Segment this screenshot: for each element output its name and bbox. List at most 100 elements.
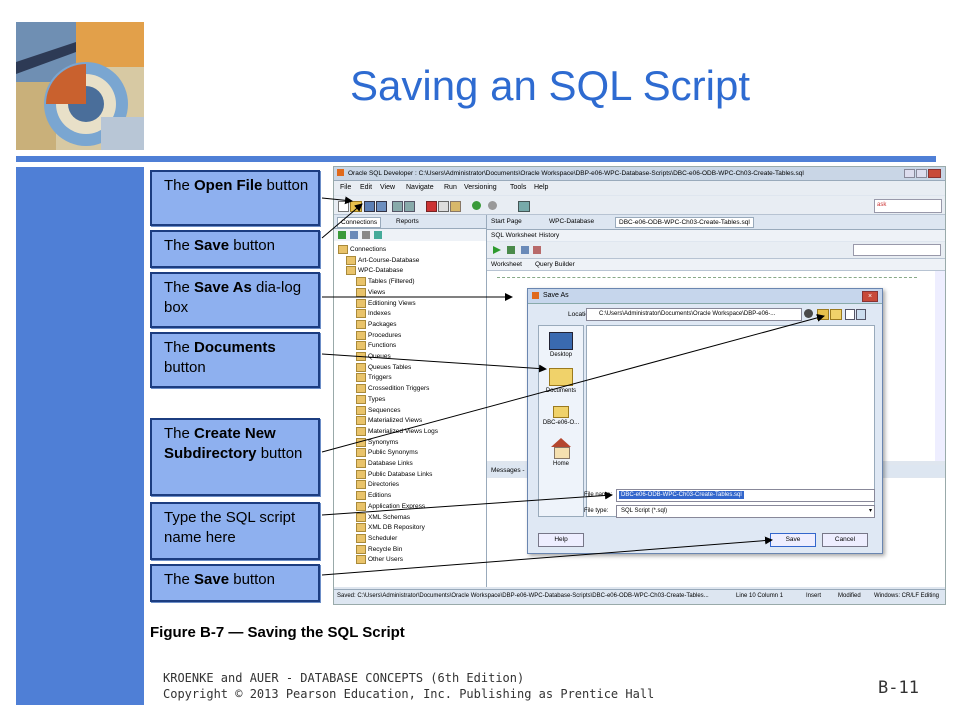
tree-item[interactable]: Art-Course-Database — [346, 255, 419, 265]
save-button[interactable]: Save — [770, 533, 816, 547]
copy-icon[interactable] — [438, 201, 449, 212]
filter-icon[interactable] — [362, 231, 370, 239]
menu-bar: File Edit View Navigate Run Versioning T… — [334, 181, 945, 195]
tree-item[interactable]: Editions — [356, 491, 391, 501]
tree-item[interactable]: Public Database Links — [356, 469, 432, 479]
minimize-button[interactable] — [904, 169, 915, 178]
connections-icon[interactable] — [518, 201, 530, 212]
tree-item[interactable]: Queues — [356, 352, 391, 361]
tab-create-tables-sql[interactable]: DBC-e06-ODB-WPC-Ch03-Create-Tables.sql — [615, 217, 754, 228]
commit-icon[interactable] — [521, 246, 529, 254]
filetype-dropdown[interactable]: SQL Script (*.sql) ▾ — [616, 505, 875, 518]
undo-icon[interactable] — [392, 201, 403, 212]
tree-item[interactable]: Database Links — [356, 459, 413, 468]
place-desktop[interactable]: Desktop — [549, 352, 572, 358]
tree-item[interactable]: Views — [356, 287, 385, 297]
new-file-icon[interactable] — [338, 201, 349, 212]
schema-browser-icon[interactable] — [350, 231, 358, 239]
list-view-icon[interactable] — [845, 309, 855, 320]
tab-wpc-database[interactable]: WPC-Database — [549, 218, 595, 225]
tab-history[interactable]: History — [539, 232, 560, 239]
window-titlebar: Oracle SQL Developer : C:\Users\Administ… — [334, 167, 945, 181]
folder-icon — [356, 405, 366, 415]
presentation-logo — [16, 22, 144, 150]
help-button[interactable]: Help — [538, 533, 584, 547]
tree-item[interactable]: XML Schemas — [356, 512, 410, 522]
run-statement-icon[interactable] — [493, 246, 501, 254]
location-dropdown[interactable]: C:\Users\Administrator\Documents\Oracle … — [586, 308, 802, 321]
tree-item[interactable]: Indexes — [356, 309, 391, 319]
maximize-button[interactable] — [916, 169, 927, 178]
menu-navigate[interactable]: Navigate — [406, 184, 434, 191]
create-new-subdirectory-icon[interactable] — [830, 309, 842, 320]
details-view-icon[interactable] — [856, 309, 866, 320]
tree-item[interactable]: Editioning Views — [356, 298, 416, 308]
tab-start-page[interactable]: Start Page — [491, 218, 522, 225]
dialog-close-button[interactable]: × — [862, 291, 878, 302]
tree-item[interactable]: Types — [356, 394, 385, 404]
save-all-icon[interactable] — [376, 201, 387, 212]
menu-versioning[interactable]: Versioning — [464, 184, 497, 191]
menu-tools[interactable]: Tools — [510, 184, 527, 191]
filename-input[interactable]: DBC-e06-ODB-WPC-Ch03-Create-Tables.sql — [616, 489, 875, 502]
back-nav-icon[interactable] — [804, 309, 813, 318]
tree-item[interactable]: Crossedition Triggers — [356, 384, 429, 394]
tree-item[interactable]: Packages — [356, 319, 397, 329]
tab-query-builder[interactable]: Query Builder — [535, 261, 575, 268]
run-script-icon[interactable] — [507, 246, 515, 254]
save-icon[interactable] — [364, 201, 375, 212]
tree-item[interactable]: Materialized Views Logs — [356, 426, 438, 436]
cut-icon[interactable] — [426, 201, 437, 212]
tree-item[interactable]: Scheduler — [356, 533, 397, 543]
open-file-icon[interactable] — [350, 201, 362, 212]
tree-item[interactable]: Sequences — [356, 405, 401, 415]
cancel-button[interactable]: Cancel — [822, 533, 868, 547]
tree-item[interactable]: Functions — [356, 341, 396, 351]
connection-selector[interactable] — [853, 244, 941, 256]
folder-icon — [356, 480, 366, 490]
tree-item[interactable]: Connections — [338, 245, 386, 254]
tree-item[interactable]: Recycle Bin — [356, 544, 402, 554]
search-input[interactable]: ask — [874, 199, 942, 213]
tree-item[interactable]: Triggers — [356, 373, 392, 383]
up-folder-icon[interactable] — [817, 309, 829, 320]
back-icon[interactable] — [472, 201, 481, 210]
tree-item[interactable]: Queues Tables — [356, 362, 411, 372]
documents-folder-icon[interactable] — [549, 368, 573, 386]
tab-sql-worksheet[interactable]: SQL Worksheet — [491, 232, 537, 239]
add-connection-icon[interactable] — [338, 231, 346, 239]
editor-scrollbar[interactable] — [935, 271, 945, 461]
place-home[interactable]: Home — [552, 461, 569, 467]
tree-item[interactable]: XML DB Repository — [356, 523, 425, 533]
rollback-icon[interactable] — [533, 246, 541, 254]
close-window-button[interactable] — [928, 169, 941, 178]
home-icon[interactable] — [554, 447, 570, 459]
menu-help[interactable]: Help — [534, 184, 549, 191]
menu-view[interactable]: View — [380, 184, 396, 191]
redo-icon[interactable] — [404, 201, 415, 212]
refresh-icon[interactable] — [374, 231, 382, 239]
tab-connections[interactable]: Connections — [337, 217, 382, 228]
tab-worksheet[interactable]: Worksheet — [491, 261, 522, 268]
desktop-icon[interactable] — [549, 332, 573, 350]
tree-item[interactable]: Tables (Filtered) — [356, 277, 415, 287]
paste-icon[interactable] — [450, 201, 461, 212]
tree-item[interactable]: Procedures — [356, 330, 401, 340]
place-documents[interactable]: Documents — [545, 388, 577, 394]
place-dbc-folder[interactable]: DBC-e06-O... — [542, 420, 580, 426]
forward-icon[interactable] — [488, 201, 497, 210]
tree-item[interactable]: Other Users — [356, 555, 403, 565]
menu-file[interactable]: File — [340, 184, 352, 191]
tree-item[interactable]: Application Express — [356, 501, 425, 511]
tree-item[interactable]: Directories — [356, 480, 399, 490]
tree-item[interactable]: Public Synonyms — [356, 448, 418, 458]
tab-reports[interactable]: Reports — [396, 218, 419, 225]
tree-item[interactable]: WPC-Database — [346, 266, 403, 276]
menu-run[interactable]: Run — [444, 184, 457, 191]
tree-item[interactable]: Materialized Views — [356, 416, 422, 426]
tree-item[interactable]: Synonyms — [356, 437, 398, 447]
sql-subtab-bar: SQL Worksheet History — [487, 230, 945, 241]
script-folder-icon[interactable] — [553, 406, 569, 418]
menu-edit[interactable]: Edit — [360, 184, 373, 191]
left-tab-bar: Connections Reports — [334, 215, 486, 229]
